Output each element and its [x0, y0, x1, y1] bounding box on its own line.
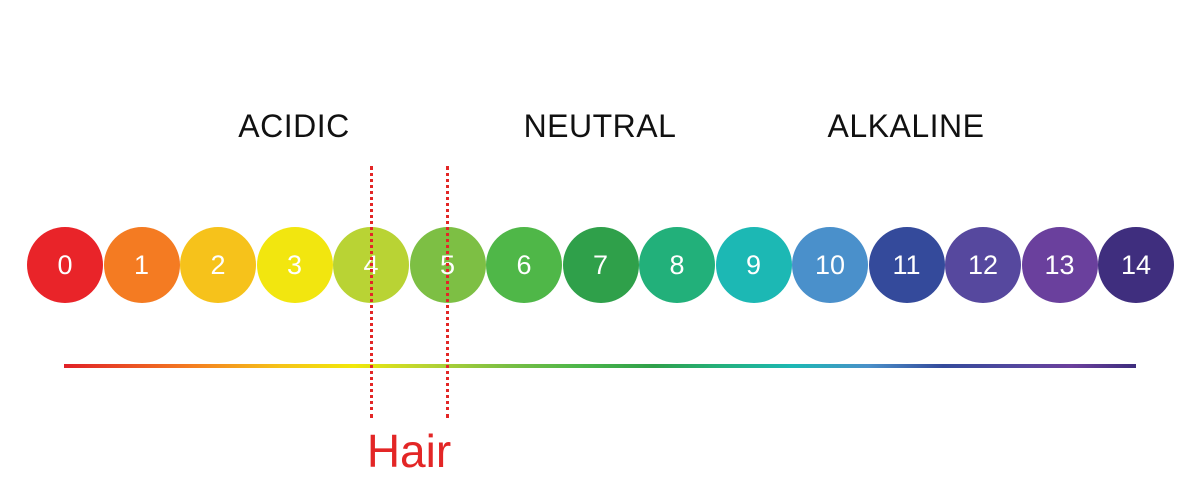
ph-value-label: 11	[892, 249, 921, 280]
ph-circle-13: 13	[1021, 227, 1098, 303]
ph-circle-8: 8	[639, 227, 715, 303]
ph-gradient-bar	[64, 364, 1136, 368]
ph-circle-6: 6	[486, 227, 562, 303]
ph-circle-2: 2	[180, 227, 256, 303]
ph-circle-10: 10	[792, 227, 868, 303]
ph-value-label: 10	[814, 249, 846, 280]
ph-value-label: 12	[967, 249, 999, 280]
ph-value-label: 0	[57, 249, 73, 280]
ph-value-label: 9	[745, 249, 762, 280]
ph-value-label: 2	[210, 249, 226, 280]
alkaline-label: ALKALINE	[827, 108, 985, 144]
ph-circle-1: 1	[103, 227, 180, 303]
ph-circle-3: 3	[256, 227, 333, 303]
ph-value-label: 7	[592, 249, 609, 280]
ph-value-label: 8	[669, 249, 685, 280]
ph-value-label: 1	[133, 249, 150, 280]
neutral-label: NEUTRAL	[523, 108, 677, 144]
hair-range-end-marker	[446, 166, 449, 418]
ph-circle-11: 11	[868, 227, 945, 303]
hair-label: Hair	[366, 425, 452, 477]
ph-circle-7: 7	[562, 227, 639, 303]
ph-circle-0: 0	[27, 227, 103, 303]
ph-value-label: 13	[1044, 249, 1075, 280]
ph-value-label: 6	[516, 249, 532, 280]
ph-circle-9: 9	[715, 227, 792, 303]
ph-value-label: 14	[1120, 249, 1152, 280]
hair-range-start-marker	[370, 166, 373, 418]
ph-circle-12: 12	[945, 227, 1021, 303]
acidic-label: ACIDIC	[238, 108, 350, 144]
ph-circle-14: 14	[1098, 227, 1174, 303]
ph-value-label: 3	[286, 249, 303, 280]
